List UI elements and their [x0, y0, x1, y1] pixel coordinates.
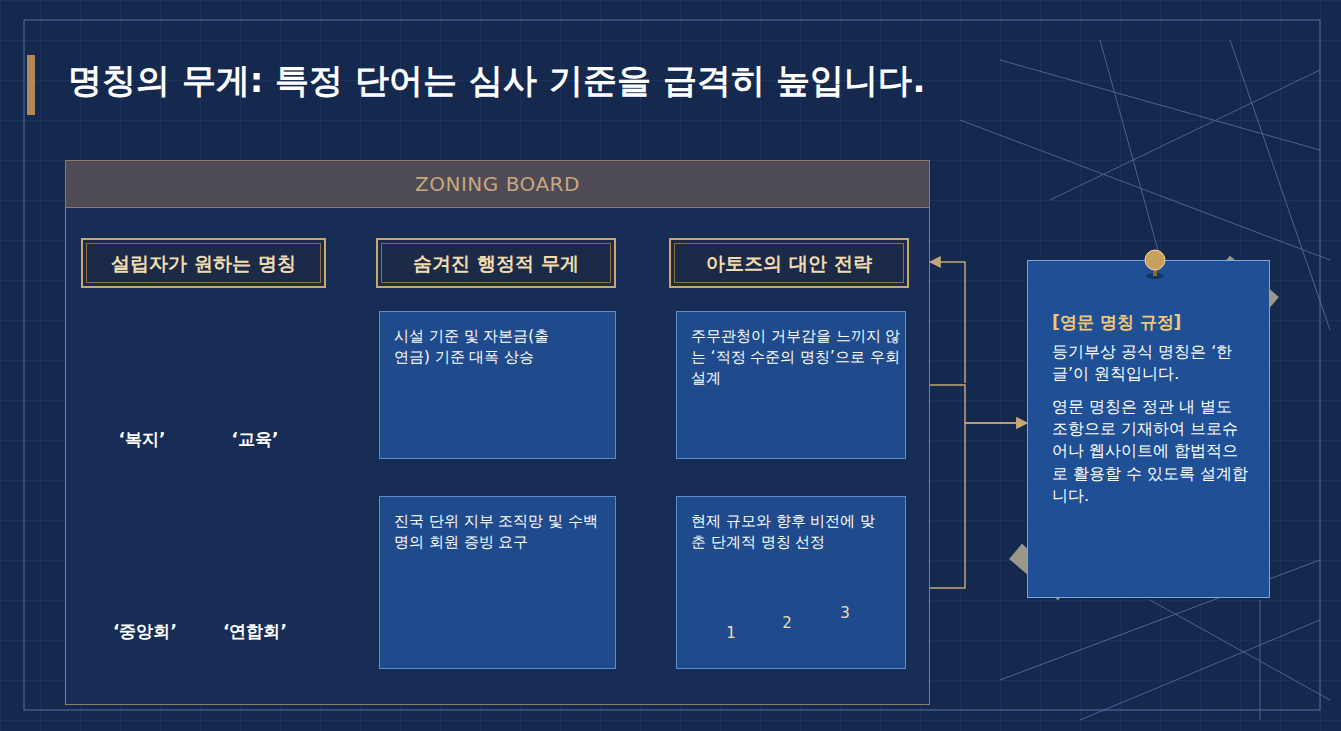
box-text: 주무관청이 거부감을 느끼지 않는 ‘적정 수준의 명칭’으로 우회 설계: [691, 326, 901, 389]
icon-label: ‘중앙회’: [113, 620, 177, 643]
step-number: 1: [726, 624, 736, 642]
header-label: 숨겨진 행정적 무게: [413, 250, 578, 277]
process-box: 현제 규모와 향후 비전에 맞춘 단계적 명칭 선정: [676, 496, 906, 669]
column-header: 숨겨진 행정적 무게: [376, 238, 616, 288]
process-box: 진국 단위 지부 조직망 및 수백 명의 회원 증빙 요구: [379, 496, 616, 669]
sticky-note: [영문 명칭 규정] 등기부상 공식 명칭은 ‘한글’이 원칙입니다. 영문 명칭은…: [1027, 260, 1270, 598]
box-text: 시설 기준 및 자본금(출연금) 기준 대폭 상승: [394, 326, 559, 368]
page-title: 명칭의 무게: 특정 단어는 심사 기준을 급격히 높입니다.: [68, 58, 925, 104]
pin-icon: [1135, 246, 1175, 286]
panel-title: ZONING BOARD: [66, 161, 929, 208]
icon-label: ‘복지’: [119, 428, 166, 451]
column-header: 아토즈의 대안 전략: [669, 238, 909, 288]
note-heading: [영문 명칭 규정]: [1052, 311, 1251, 335]
zoning-panel: 설립자가 원하는 명칭 숨겨진 행정적 무게 아토즈의 대안 전략시설 기준 및 자…: [65, 160, 930, 705]
column-header: 설립자가 원하는 명칭: [81, 238, 326, 288]
process-box: 시설 기준 및 자본금(출연금) 기준 대폭 상승: [379, 311, 616, 459]
process-box: 주무관청이 거부감을 느끼지 않는 ‘적정 수준의 명칭’으로 우회 설계: [676, 311, 906, 459]
box-text: 현제 규모와 향후 비전에 맞춘 단계적 명칭 선정: [691, 511, 881, 553]
icon-label: ‘연합회’: [223, 620, 287, 643]
note-body: 등기부상 공식 명칭은 ‘한글’이 원칙입니다.: [1052, 341, 1251, 386]
step-number: 3: [840, 604, 850, 622]
connector-arrow: [930, 262, 965, 383]
icon-label: ‘교육’: [232, 428, 279, 451]
step-number: 2: [782, 614, 792, 632]
header-label: 아토즈의 대안 전략: [706, 250, 871, 277]
note-body: 영문 명칭은 정관 내 별도 조항으로 기재하여 브로슈어나 웹사이트에 합법적…: [1052, 396, 1251, 508]
header-label: 설립자가 원하는 명칭: [111, 250, 295, 277]
box-text: 진국 단위 지부 조직망 및 수백 명의 회원 증빙 요구: [394, 511, 609, 553]
